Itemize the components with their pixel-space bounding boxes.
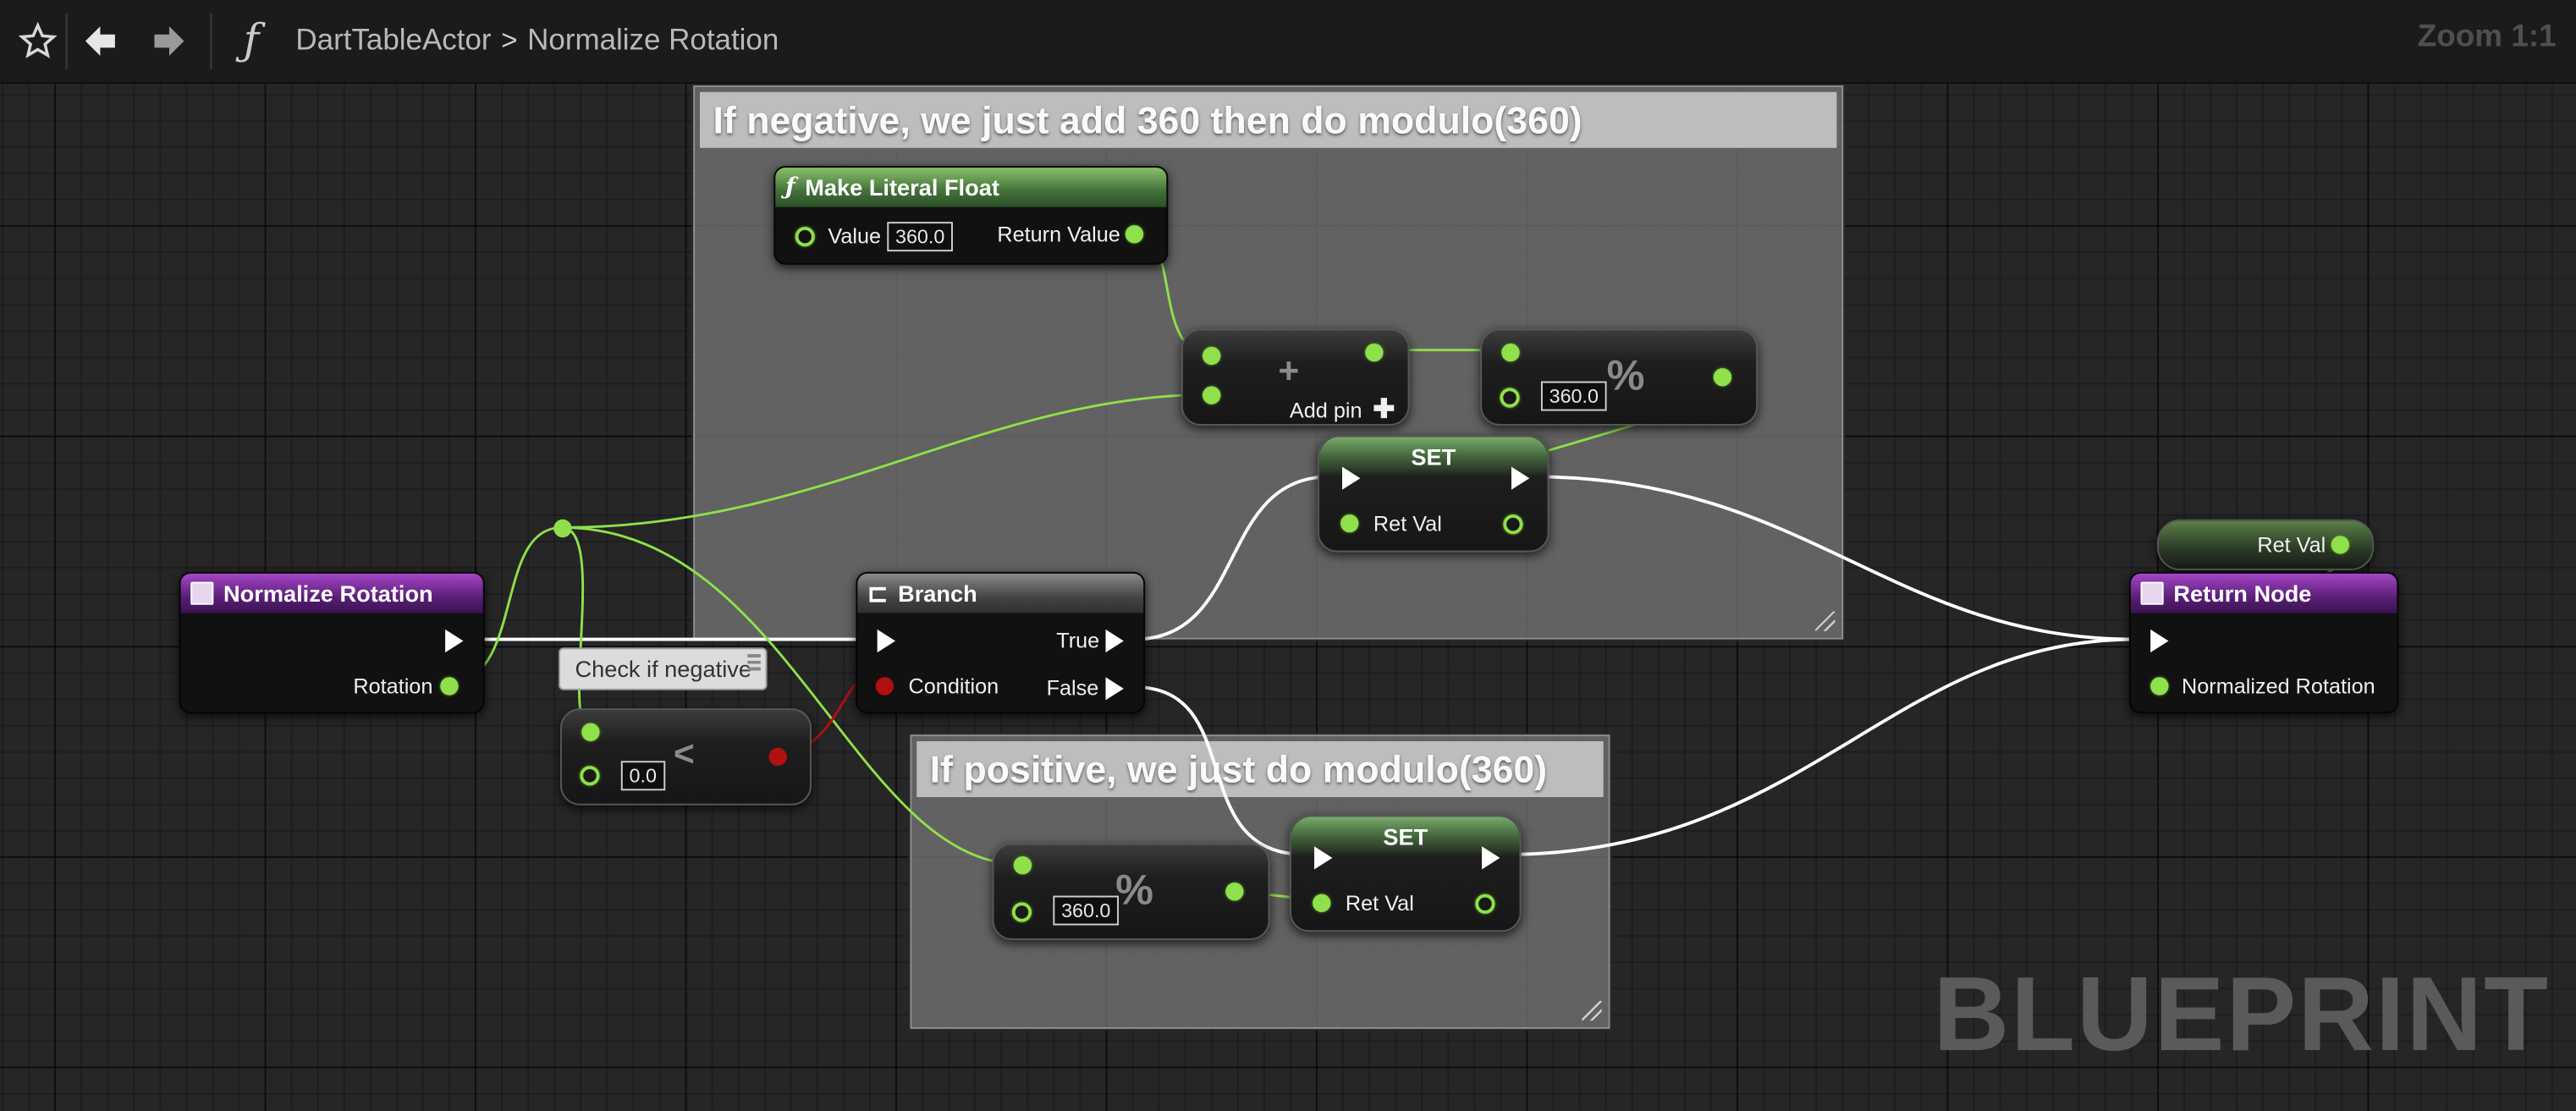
add-pin-label: Add pin [1289,398,1362,423]
add-float-node[interactable]: + Add pin ✚ [1181,328,1410,426]
less-than-node[interactable]: 0.0 < [559,708,812,806]
modulo-node-top[interactable]: 360.0 % [1480,328,1759,426]
star-icon[interactable] [14,0,63,82]
breadcrumb: DartTableActor > Normalize Rotation [295,23,779,58]
modulo-node-bottom[interactable]: 360.0 % [992,843,1270,940]
node-header: ⊏ Branch [857,573,1144,613]
breadcrumb-current: Normalize Rotation [527,23,779,57]
modulo-value-field[interactable]: 360.0 [1540,381,1607,411]
ret-val-output-pin[interactable] [1503,514,1523,535]
exec-in-pin[interactable] [1314,846,1333,870]
toolbar-divider [210,13,212,69]
arrow-right-icon[interactable] [145,0,194,82]
modulo-operator-icon: % [1115,864,1154,914]
branch-icon: ⊏ [867,580,889,608]
condition-input-pin[interactable] [875,677,894,696]
exec-in-pin[interactable] [1342,466,1361,490]
true-exec-out-pin[interactable] [1105,629,1124,653]
breadcrumb-parent[interactable]: DartTableActor [295,23,492,57]
add-input-b-pin[interactable] [1203,386,1221,404]
exec-out-pin[interactable] [1511,466,1530,490]
modulo-operator-icon: % [1606,349,1645,399]
value-field[interactable]: 360.0 [887,222,954,252]
ret-val-label: Ret Val [1373,511,1442,536]
node-title: Return Node [2173,580,2312,607]
node-comment-bubble[interactable]: Check if negative [559,647,768,690]
less-input-b-pin[interactable] [580,766,600,786]
node-header: Normalize Rotation [180,573,483,613]
return-value-pin[interactable] [1125,225,1144,244]
function-icon: ƒ [243,16,260,66]
breadcrumb-separator-icon: > [501,25,518,57]
pin-icon[interactable] [748,654,762,674]
less-value-field[interactable]: 0.0 [620,761,665,791]
node-title: Make Literal Float [805,173,999,201]
less-input-a-pin[interactable] [581,723,600,741]
modulo-output-pin[interactable] [1225,883,1244,901]
ret-val-getter-node[interactable]: Ret Val [2156,519,2375,570]
exec-in-pin[interactable] [877,629,896,653]
set-node-bottom[interactable]: SET Ret Val [1289,815,1522,932]
arrow-left-icon[interactable] [75,0,124,82]
false-label: False [1046,675,1099,701]
ret-val-label: Ret Val [2257,532,2326,558]
resize-grip-icon[interactable] [1815,611,1836,631]
modulo-output-pin[interactable] [1713,368,1732,387]
branch-node[interactable]: ⊏ Branch Condition True False [856,571,1146,713]
reroute-node[interactable] [553,519,572,538]
ret-val-label: Ret Val [1345,890,1414,916]
modulo-input-b-pin[interactable] [1500,388,1520,408]
node-header: Return Node [2130,573,2397,613]
toolbar-divider [65,13,68,69]
value-input-pin[interactable] [795,227,815,247]
blueprint-watermark: BLUEPRINT [1933,954,2550,1074]
comment-title[interactable]: If positive, we just do modulo(360) [916,740,1604,798]
node-comment-text: Check if negative [575,655,751,683]
graph-toolbar: ƒ DartTableActor > Normalize Rotation Zoom… [0,0,2576,85]
ret-val-output-pin[interactable] [1475,894,1495,914]
add-pin-button[interactable]: Add pin ✚ [1290,393,1395,426]
condition-label: Condition [908,674,999,699]
modulo-input-a-pin[interactable] [1013,855,1032,875]
false-exec-out-pin[interactable] [1105,677,1124,701]
less-output-pin[interactable] [768,747,787,767]
exec-in-pin[interactable] [2150,629,2169,653]
function-entry-node[interactable]: Normalize Rotation Rotation [179,571,485,713]
add-operator-icon: + [1278,349,1300,392]
less-than-operator-icon: < [673,733,695,774]
exec-out-pin[interactable] [445,629,464,653]
node-title: Normalize Rotation [223,580,433,607]
normalized-rotation-input-pin[interactable] [2150,677,2169,696]
set-node-top[interactable]: SET Ret Val [1317,435,1549,553]
node-title: SET [1383,823,1428,850]
value-label: Value [828,223,882,249]
node-title: Branch [898,580,977,607]
add-output-pin[interactable] [1365,343,1384,362]
modulo-value-field[interactable]: 360.0 [1053,895,1120,926]
plus-icon: ✚ [1373,396,1395,425]
exec-out-pin[interactable] [1482,846,1500,870]
ret-val-input-pin[interactable] [1340,514,1359,533]
rotation-label: Rotation [353,674,433,699]
comment-title[interactable]: If negative, we just add 360 then do mod… [699,91,1837,148]
return-node[interactable]: Return Node Normalized Rotation [2128,571,2399,713]
rotation-output-pin[interactable] [440,677,459,696]
zoom-level: Zoom 1:1 [2417,19,2557,55]
modulo-input-b-pin[interactable] [1011,902,1032,922]
node-header: ƒ Make Literal Float [775,168,1167,207]
add-input-a-pin[interactable] [1203,346,1221,366]
node-title: SET [1411,443,1456,470]
function-node-icon [190,581,214,605]
make-literal-float-node[interactable]: ƒ Make Literal Float Value 360.0 Return … [773,166,1169,265]
modulo-input-a-pin[interactable] [1501,343,1520,362]
ret-val-input-pin[interactable] [1313,894,1331,912]
return-value-label: Return Value [997,222,1120,247]
true-label: True [1056,627,1100,653]
function-icon: ƒ [784,173,795,201]
resize-grip-icon[interactable] [1582,1000,1602,1021]
function-node-icon [2140,581,2164,605]
ret-val-output-pin[interactable] [2331,536,2350,554]
normalized-rotation-label: Normalized Rotation [2182,674,2375,699]
